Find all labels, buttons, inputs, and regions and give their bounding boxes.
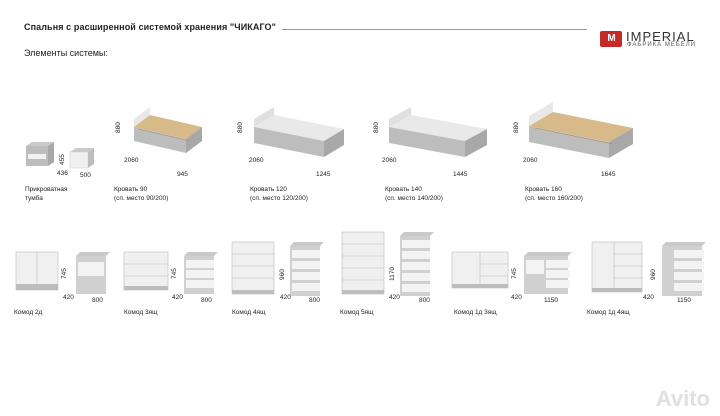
dresser-illustration [123,251,218,294]
dresser-height: 745 [171,268,178,279]
dresser-height: 960 [279,269,286,280]
bed-width: 1245 [316,171,331,178]
bed-illustration [389,107,487,157]
dresser-label: Комод 5ящ [340,309,374,316]
dresser-label: Комод 1д 3ящ [454,309,497,316]
dresser-width: 800 [92,297,103,304]
dresser-label: Комод 4ящ [232,309,266,316]
section-title: Элементы системы: [24,48,108,58]
dresser-depth: 420 [511,294,522,301]
bed-label: Кровать 160(сп. место 160/200) [525,186,583,202]
bed-illustration [134,107,202,153]
bed-height: 880 [373,122,380,133]
dresser-depth: 420 [172,294,183,301]
brand-logo: M IMPERIAL ФАБРИКА МЕБЕЛИ [600,28,700,50]
dresser-illustration [451,251,572,294]
dresser-width: 1150 [677,297,691,304]
dresser-depth: 420 [643,294,654,301]
bed-label: Кровать 90(сп. место 90/200) [114,186,169,202]
nightstand-illustration [26,142,94,169]
dresser-height: 745 [511,268,518,279]
bed-illustration [254,107,344,157]
bed-label: Кровать 140(сп. место 140/200) [385,186,443,202]
dresser-label: Комод 3ящ [124,309,158,316]
bed-width: 1445 [453,171,468,178]
logo-name: IMPERIAL [626,29,695,44]
dresser-depth: 420 [63,294,74,301]
dresser-illustration [591,241,706,296]
dresser-width: 800 [419,297,430,304]
bed-illustration [529,102,633,158]
nightstand-height: 455 [59,154,66,165]
bed-label: Кровать 120(сп. место 120/200) [250,186,308,202]
dresser-label: Комод 2д [14,309,43,316]
bed-height: 880 [513,122,520,133]
dresser-illustration [15,251,110,294]
bed-width: 1645 [601,171,616,178]
dresser-illustration [231,241,324,296]
dresser-height: 960 [650,269,657,280]
page-title: Спальня с расширенной системой хранения … [24,22,277,32]
bed-height: 880 [237,122,244,133]
dresser-width: 800 [201,297,212,304]
dresser-height: 745 [61,268,68,279]
dresser-height: 1170 [389,267,396,281]
dresser-illustration [341,231,434,296]
logo-subtitle: ФАБРИКА МЕБЕЛИ [627,42,697,48]
avito-watermark: Avito [655,386,710,411]
dresser-label: Комод 1д 4ящ [587,309,630,316]
bed-length: 2060 [249,157,264,164]
logo-mark: M [600,31,622,47]
bed-length: 2060 [382,157,397,164]
nightstand-depth: 436 [57,170,68,177]
title-divider [282,29,587,30]
dresser-width: 800 [309,297,320,304]
dresser-depth: 420 [280,294,291,301]
bed-length: 2060 [124,157,139,164]
bed-height: 880 [115,122,122,133]
nightstand-width: 500 [80,172,91,179]
bed-length: 2060 [523,157,538,164]
dresser-depth: 420 [389,294,400,301]
bed-width: 945 [177,171,188,178]
dresser-width: 1150 [544,297,558,304]
